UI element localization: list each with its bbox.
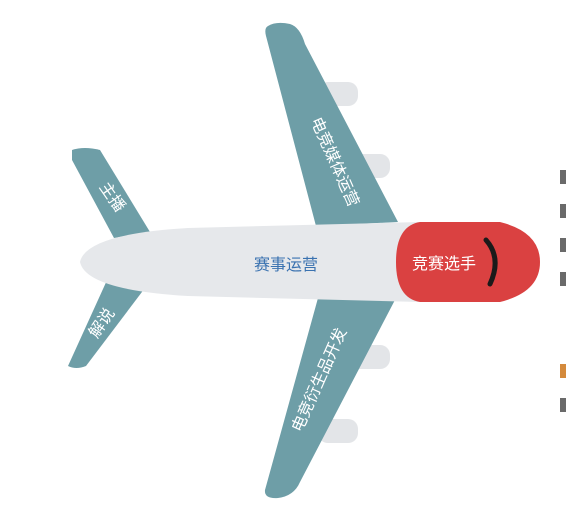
edge-text-fragment xyxy=(560,204,566,218)
edge-text-fragment xyxy=(560,170,566,184)
upper-tail xyxy=(72,148,150,238)
edge-text-fragment xyxy=(560,364,566,378)
edge-text-fragment xyxy=(560,272,566,286)
cockpit-window xyxy=(483,237,498,287)
lower-tail xyxy=(68,278,148,368)
edge-text-fragment xyxy=(560,238,566,252)
upper-wing xyxy=(265,22,398,226)
label-fuselage: 赛事运营 xyxy=(254,255,318,274)
label-nose: 竞赛选手 xyxy=(412,254,476,273)
edge-text-fragment xyxy=(560,398,566,412)
lower-wing xyxy=(264,298,396,499)
fuselage xyxy=(80,222,420,302)
nose xyxy=(396,222,540,302)
